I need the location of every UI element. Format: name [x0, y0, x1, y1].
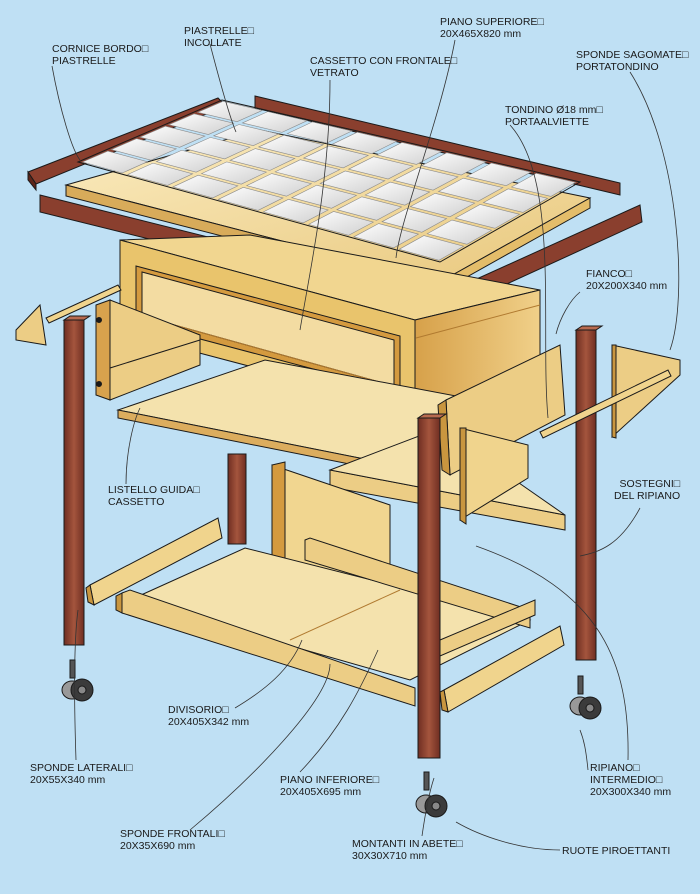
tile	[196, 101, 264, 123]
label-listello-title: LISTELLO GUIDA□ CASSETTO	[108, 484, 200, 508]
tile	[172, 174, 239, 199]
right-side-panel	[437, 344, 566, 525]
label-ruote: RUOTE PIROETTANTI	[562, 845, 670, 857]
tile	[482, 188, 549, 213]
label-montanti-title: MONTANTI IN ABETE□	[352, 838, 463, 850]
label-piastrelle-title: PIASTRELLE□ INCOLLATE	[184, 25, 254, 49]
tile	[307, 211, 375, 236]
tile	[465, 162, 532, 187]
tile	[381, 208, 448, 233]
tile	[217, 186, 284, 211]
label-listello: LISTELLO GUIDA□ CASSETTO	[108, 484, 200, 508]
label-piastrelle: PIASTRELLE□ INCOLLATE	[184, 25, 254, 49]
tile	[126, 162, 194, 186]
tile	[392, 167, 459, 191]
tile	[257, 134, 325, 158]
tile	[81, 150, 149, 174]
tile	[398, 235, 465, 261]
tile	[364, 181, 431, 206]
tile	[347, 156, 414, 180]
label-cassetto: CASSETTO CON FRONTALE□ VETRATO	[310, 55, 457, 79]
label-fianco: FIANCO□ 20X200X340 mm	[586, 268, 667, 292]
tile	[302, 145, 370, 169]
tile-grid	[76, 99, 582, 263]
tile	[212, 124, 280, 146]
label-sostegni-title: SOSTEGNI□ DEL RIPIANO	[614, 478, 681, 502]
label-ruote-title: RUOTE PIROETTANTI	[562, 845, 671, 857]
tile	[376, 142, 443, 165]
label-divisorio-title: DIVISORIO□	[168, 704, 229, 716]
tile	[200, 161, 268, 185]
label-sponde-laterali-dims: 20X55X340 mm	[30, 774, 106, 786]
label-piano-superiore-title: PIANO SUPERIORE□	[440, 16, 544, 28]
label-tondino: TONDINO Ø18 mm□ PORTAALVIETTE	[505, 104, 603, 128]
casters	[61, 659, 602, 818]
tile-grid-outline	[76, 99, 582, 263]
tile	[437, 177, 504, 202]
drawer	[119, 234, 541, 411]
tile	[229, 148, 296, 171]
tile	[167, 113, 235, 135]
tile	[454, 204, 521, 229]
label-sponde-laterali: SPONDE LATERALI□ 20X55X340 mm	[30, 762, 132, 786]
label-piano-inferiore-dims: 20X405X695 mm	[280, 786, 362, 798]
label-montanti-dims: 30X30X710 mm	[352, 850, 428, 862]
label-divisorio-dims: 20X405X342 mm	[168, 716, 250, 728]
tile	[139, 125, 206, 148]
left-side-panel	[95, 299, 201, 401]
shaped-brackets	[15, 303, 681, 439]
tile	[331, 131, 398, 155]
label-piano-inferiore: PIANO INFERIORE□ 20X405X695 mm	[280, 774, 379, 798]
label-sponde-sagomate: SPONDE SAGOMATE□ PORTATONDINO	[576, 49, 688, 73]
tile	[184, 137, 251, 160]
tile	[245, 173, 313, 197]
label-ripiano-dims: 20X300X340 mm	[590, 786, 672, 798]
leader-lines	[51, 39, 680, 851]
tile	[241, 111, 309, 133]
label-sponde-frontali-title: SPONDE FRONTALI□	[120, 828, 225, 840]
label-sponde-sagomate-title: SPONDE SAGOMATE□ PORTATONDINO	[576, 49, 689, 73]
towel-rods	[45, 284, 672, 439]
label-ripiano-title: RIPIANO□ INTERMEDIO□	[590, 762, 663, 786]
label-piano-superiore-dims: 20X465X820 mm	[440, 28, 522, 40]
label-fianco-title: FIANCO□	[586, 268, 633, 280]
label-cornice: CORNICE BORDO□ PIASTRELLE	[52, 43, 148, 67]
tile	[420, 152, 487, 176]
label-cassetto-title: CASSETTO CON FRONTALE□ VETRATO	[310, 55, 458, 79]
label-montanti: MONTANTI IN ABETE□ 30X30X710 mm	[352, 838, 463, 862]
label-tondino-title: TONDINO Ø18 mm□ PORTAALVIETTE	[505, 104, 603, 128]
tile	[353, 223, 420, 249]
label-ripiano: RIPIANO□ INTERMEDIO□ 20X300X340 mm	[590, 762, 671, 798]
tile	[426, 219, 493, 245]
tile	[262, 199, 329, 224]
tile	[336, 196, 403, 221]
label-cornice-title: CORNICE BORDO□ PIASTRELLE	[52, 43, 149, 67]
tile	[274, 159, 341, 183]
tile	[409, 192, 476, 218]
tile	[110, 138, 178, 161]
label-sostegni: SOSTEGNI□ DEL RIPIANO	[614, 478, 680, 502]
label-sponde-laterali-title: SPONDE LATERALI□	[30, 762, 133, 774]
label-sponde-frontali-dims: 20X35X690 mm	[120, 840, 196, 852]
tile	[510, 172, 577, 197]
label-piano-inferiore-title: PIANO INFERIORE□	[280, 774, 380, 786]
label-sponde-frontali: SPONDE FRONTALI□ 20X35X690 mm	[120, 828, 225, 852]
tile	[319, 170, 386, 194]
tile	[290, 184, 358, 209]
label-piano-superiore: PIANO SUPERIORE□ 20X465X820 mm	[440, 16, 544, 40]
inner-posts	[227, 453, 247, 545]
label-fianco-dims: 20X200X340 mm	[586, 280, 668, 292]
tile	[155, 149, 223, 173]
tile	[286, 121, 353, 144]
label-divisorio: DIVISORIO□ 20X405X342 mm	[168, 704, 249, 728]
